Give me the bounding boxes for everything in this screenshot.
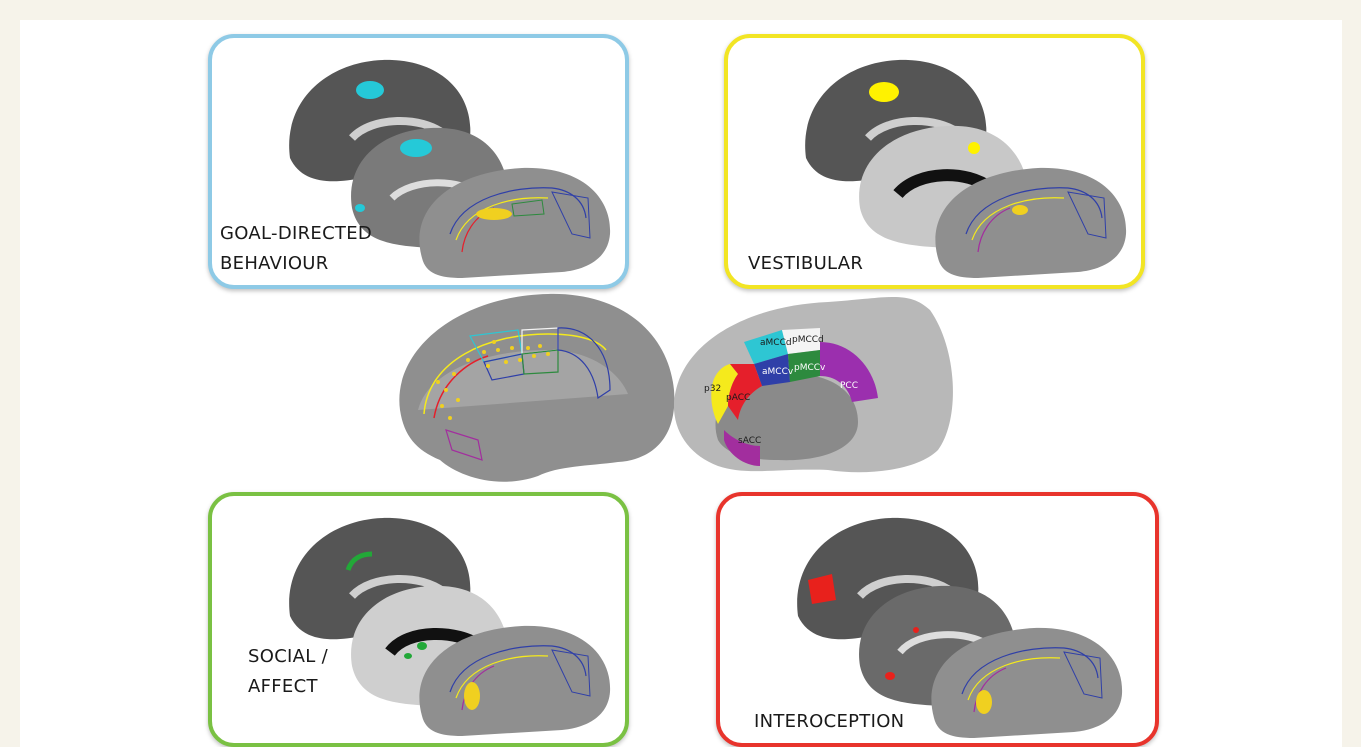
vestibular-activation-blob (968, 142, 980, 154)
social-activation-blob (417, 642, 427, 650)
interoception-highlight-dots (976, 690, 992, 714)
vestibular-highlight-dots (1012, 205, 1028, 215)
label-amccv: aMCCv (762, 367, 794, 377)
panel-social-affect: SOCIAL / AFFECT (208, 492, 629, 747)
panel-interoception: INTEROCEPTION (716, 492, 1159, 747)
social-brain-stack-illustration (212, 496, 629, 747)
social-highlight-dots (464, 682, 480, 710)
goal-activation-blob (355, 204, 365, 212)
vestibular-label: VESTIBULAR (748, 249, 863, 279)
goal-activation-blob (400, 139, 432, 157)
label-pacc: pACC (726, 393, 750, 403)
goal-label-line1: GOAL-DIRECTED (220, 219, 372, 249)
goal-activation-blob (356, 81, 384, 99)
figure-canvas: GOAL-DIRECTED BEHAVIOUR VESTIBULAR (20, 20, 1342, 747)
panel-goal-directed-behaviour: GOAL-DIRECTED BEHAVIOUR (208, 34, 629, 289)
social-label-line1: SOCIAL / (248, 642, 328, 672)
label-pmccv: pMCCv (794, 363, 826, 373)
panel-vestibular: VESTIBULAR (724, 34, 1145, 289)
label-amccd: aMCCd (760, 338, 792, 348)
center-brain-dots-illustration (388, 290, 678, 486)
label-pmccd: pMCCd (792, 335, 824, 345)
interoception-activation-blob (885, 672, 895, 680)
goal-label-line2: BEHAVIOUR (220, 249, 329, 279)
goal-highlight-dots (476, 208, 512, 220)
interoception-label: INTEROCEPTION (754, 707, 904, 737)
center-brain-regions-illustration: aMCCd pMCCd aMCCv pMCCv PCC p32 pACC sAC… (668, 290, 958, 486)
interoception-activation-blob (913, 627, 919, 633)
label-pcc: PCC (840, 381, 858, 391)
social-label-line2: AFFECT (248, 672, 318, 702)
label-sacc: sACC (738, 436, 761, 446)
social-activation-blob (404, 653, 412, 659)
label-p32: p32 (704, 384, 721, 394)
vestibular-activation-blob (869, 82, 899, 102)
